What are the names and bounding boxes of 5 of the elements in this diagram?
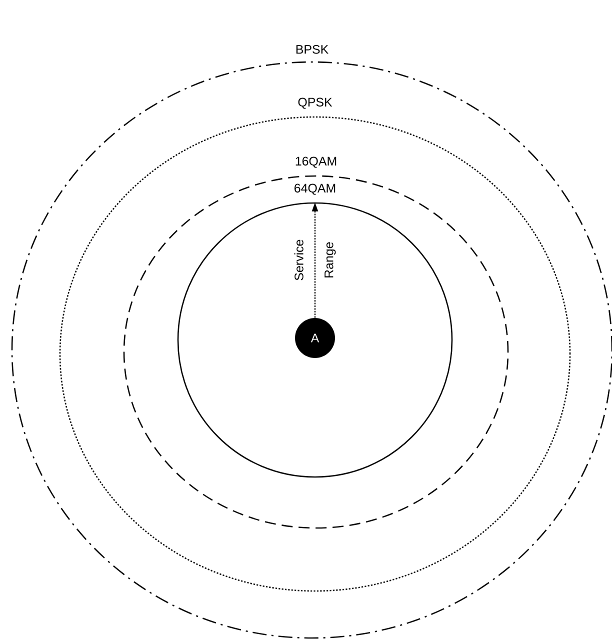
node-label: 64QAM [294, 184, 336, 195]
node-label: QPSK [298, 98, 332, 109]
node-label: BPSK [296, 44, 328, 54]
edge-label: Service Range [294, 240, 336, 280]
node-label: 16QAM [296, 156, 336, 168]
